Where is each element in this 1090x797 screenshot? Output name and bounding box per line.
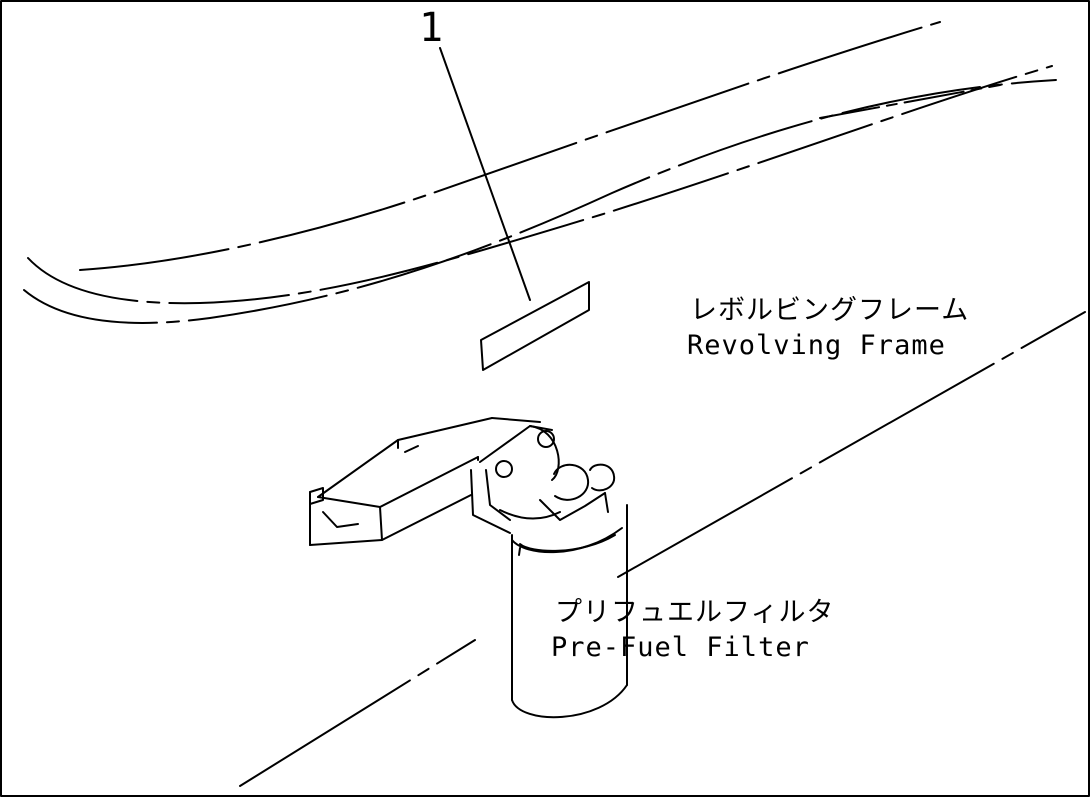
- pre-fuel-filter-label-en: Pre-Fuel Filter: [551, 632, 810, 663]
- pre-fuel-filter-label-ja: プリフュエルフィルタ: [555, 597, 835, 628]
- revolving-frame-outline: [23, 21, 1086, 787]
- fuel-filter-canister: [511, 504, 628, 719]
- leader-line: [439, 47, 531, 301]
- mounting-bracket: [309, 417, 616, 546]
- revolving-frame-label-en: Revolving Frame: [687, 330, 946, 361]
- decal-plate: [480, 281, 590, 371]
- callout-number: 1: [419, 5, 444, 51]
- revolving-frame-label-ja: レボルビングフレーム: [690, 295, 970, 326]
